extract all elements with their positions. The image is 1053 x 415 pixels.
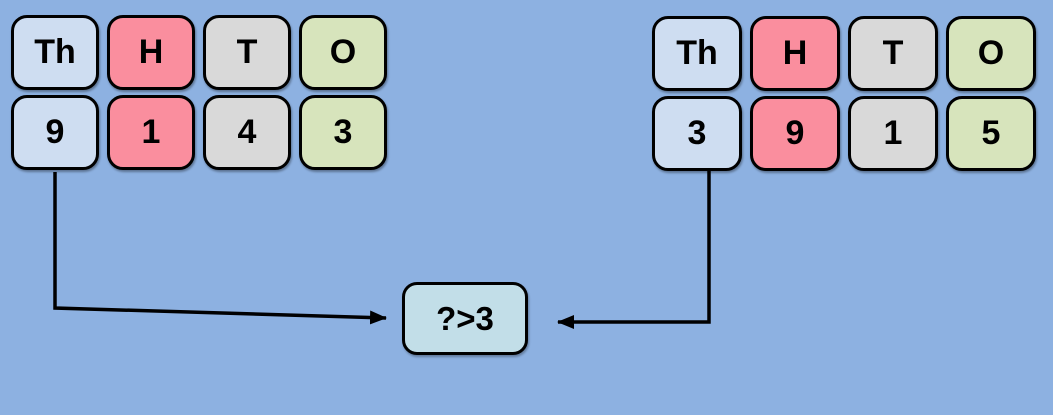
- header-tens-right: T: [848, 16, 938, 91]
- header-hundreds-left: H: [107, 15, 195, 90]
- header-row-right: Th H T O: [652, 16, 1036, 91]
- header-ones-left: O: [299, 15, 387, 90]
- place-value-table-right: Th H T O 3 9 1 5: [652, 16, 1036, 171]
- digit-tens-left: 4: [203, 95, 291, 170]
- place-value-table-left: Th H T O 9 1 4 3: [11, 15, 387, 170]
- digit-row-right: 3 9 1 5: [652, 96, 1036, 171]
- digit-hundreds-left: 1: [107, 95, 195, 170]
- arrow-left-thousands-to-comparison: [53, 172, 387, 325]
- header-thousands-right: Th: [652, 16, 742, 91]
- header-tens-left: T: [203, 15, 291, 90]
- digit-ones-right: 5: [946, 96, 1036, 171]
- header-hundreds-right: H: [750, 16, 840, 91]
- digit-ones-left: 3: [299, 95, 387, 170]
- arrow-right-thousands-to-comparison: [557, 171, 711, 329]
- header-thousands-left: Th: [11, 15, 99, 90]
- digit-hundreds-right: 9: [750, 96, 840, 171]
- digit-thousands-left: 9: [11, 95, 99, 170]
- digit-tens-right: 1: [848, 96, 938, 171]
- digit-row-left: 9 1 4 3: [11, 95, 387, 170]
- header-row-left: Th H T O: [11, 15, 387, 90]
- header-ones-right: O: [946, 16, 1036, 91]
- digit-thousands-right: 3: [652, 96, 742, 171]
- comparison-question-box: ?>3: [402, 282, 528, 355]
